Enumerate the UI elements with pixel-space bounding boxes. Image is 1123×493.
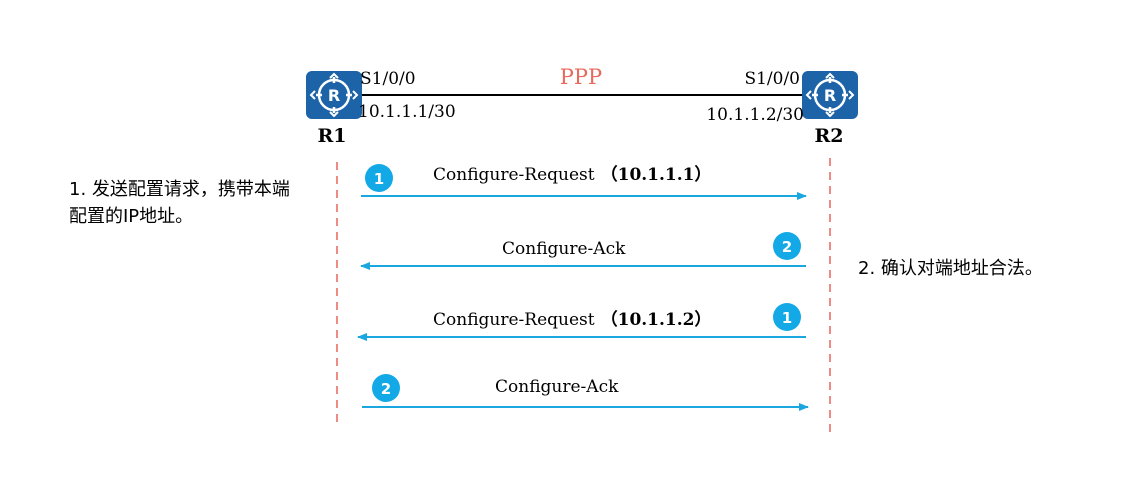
message-4: Configure-Ack 2 xyxy=(362,374,809,411)
step-badge: 1 xyxy=(773,303,801,331)
note-left-line-1: 1. 发送配置请求，携带本端 xyxy=(69,179,290,200)
router-r1: R R1 S1/0/0 10.1.1.1/30 xyxy=(306,69,456,147)
step-badge: 1 xyxy=(365,164,393,192)
step-badge: 2 xyxy=(372,374,400,402)
note-left-line-2: 配置的IP地址。 xyxy=(69,206,193,227)
svg-text:R: R xyxy=(824,86,836,105)
router-r2-ip: 10.1.1.2/30 xyxy=(706,105,804,125)
step-badge: 2 xyxy=(773,232,801,260)
svg-text:2: 2 xyxy=(782,238,792,256)
router-r2-label: R2 xyxy=(814,125,843,147)
router-icon: R xyxy=(802,71,858,119)
note-right: 2. 确认对端地址合法。 xyxy=(858,258,1043,279)
svg-text:1: 1 xyxy=(374,170,384,188)
router-icon: R xyxy=(306,71,362,119)
svg-text:R: R xyxy=(328,86,340,105)
svg-text:2: 2 xyxy=(381,380,391,398)
message-label: Configure-Request（10.1.1.2） xyxy=(433,309,712,330)
router-r2-interface: S1/0/0 xyxy=(744,69,800,89)
router-r1-label: R1 xyxy=(317,125,346,147)
router-r1-interface: S1/0/0 xyxy=(360,69,416,89)
message-1: Configure-Request（10.1.1.1） 1 xyxy=(361,164,807,200)
router-r1-ip: 10.1.1.1/30 xyxy=(358,102,456,122)
router-r2: R R2 S1/0/0 10.1.1.2/30 xyxy=(706,69,858,147)
message-label: Configure-Request（10.1.1.1） xyxy=(433,164,712,185)
ppp-link-label: PPP xyxy=(560,65,602,89)
message-3: Configure-Request（10.1.1.2） 1 xyxy=(357,303,806,341)
svg-text:1: 1 xyxy=(782,309,792,327)
message-2: Configure-Ack 2 xyxy=(360,232,806,270)
message-label: Configure-Ack xyxy=(502,239,626,259)
message-label: Configure-Ack xyxy=(495,377,619,397)
note-left: 1. 发送配置请求，携带本端 配置的IP地址。 xyxy=(69,179,290,227)
note-right-line-1: 2. 确认对端地址合法。 xyxy=(858,258,1043,279)
